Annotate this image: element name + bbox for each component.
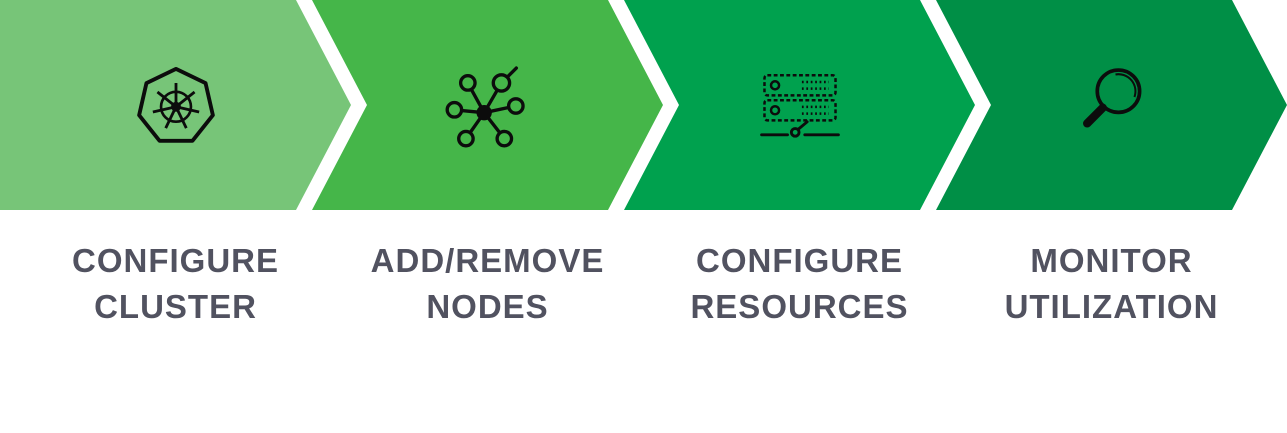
step-label-line: CLUSTER — [94, 288, 257, 325]
step-label-monitor-utilization: MONITOR UTILIZATION — [936, 238, 1287, 330]
step-label-line: NODES — [426, 288, 549, 325]
step-chevron-monitor-utilization — [936, 0, 1287, 210]
step-label-line: ADD/REMOVE — [370, 242, 605, 279]
step-chevron-add-remove-nodes — [312, 0, 663, 210]
step-chevron-configure-resources — [624, 0, 975, 210]
kubernetes-icon — [136, 66, 215, 143]
network-nodes-icon — [445, 66, 525, 148]
step-chevron-configure-cluster — [0, 0, 351, 210]
step-label-line: CONFIGURE — [696, 242, 903, 279]
step-label-line: MONITOR — [1030, 242, 1193, 279]
step-label-line: UTILIZATION — [1004, 288, 1219, 325]
step-label-configure-resources: CONFIGURE RESOURCES — [624, 238, 975, 330]
step-label-configure-cluster: CONFIGURE CLUSTER — [0, 238, 351, 330]
step-label-add-remove-nodes: ADD/REMOVE NODES — [312, 238, 663, 330]
step-label-line: CONFIGURE — [72, 242, 279, 279]
server-rack-icon — [759, 73, 840, 138]
step-label-line: RESOURCES — [690, 288, 909, 325]
chevron-band — [0, 0, 1287, 210]
magnifier-icon — [1082, 68, 1141, 128]
